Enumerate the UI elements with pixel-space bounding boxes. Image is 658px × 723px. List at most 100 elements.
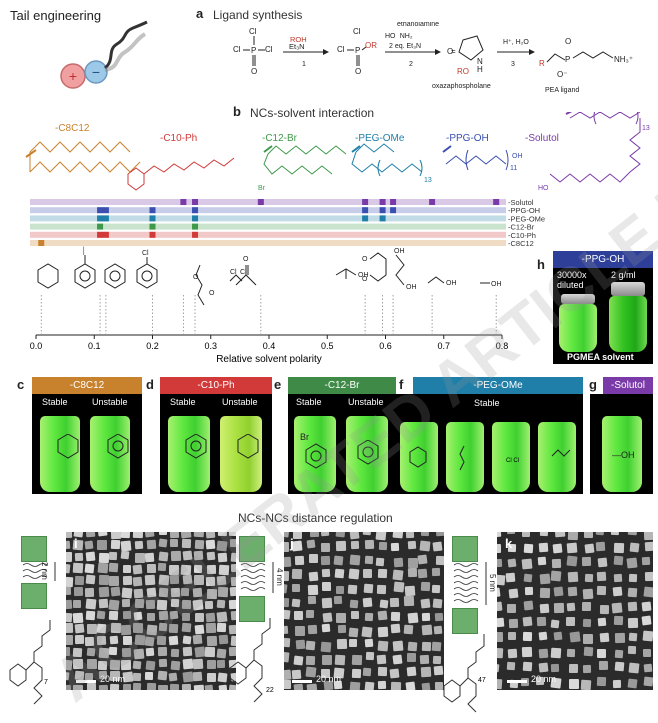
ligand-n-j: 22	[266, 687, 274, 694]
nanocube	[158, 551, 169, 562]
nanocube	[146, 539, 157, 550]
chain-label-solutol: -Solutol	[525, 133, 559, 144]
nanocube	[132, 576, 143, 587]
butanediol-structure	[395, 254, 405, 286]
nanocube	[205, 532, 217, 539]
panel-f-letter: f	[399, 377, 404, 392]
nanocube	[122, 635, 132, 645]
nanocube	[206, 589, 217, 600]
nanocube	[554, 532, 565, 537]
toluene-structure	[74, 263, 96, 289]
nanocube	[294, 625, 305, 636]
nanocube	[180, 532, 192, 539]
scalebar-i-label: 20 nm	[100, 674, 126, 684]
nanocube	[596, 586, 606, 596]
nanocube	[97, 532, 108, 537]
svg-text:Cl: Cl	[240, 269, 247, 276]
nanocube	[96, 623, 107, 634]
svg-text:O: O	[565, 37, 571, 46]
nanocube	[419, 654, 429, 665]
nanocube	[497, 543, 501, 553]
nanocube	[598, 557, 608, 568]
nanocube	[182, 646, 192, 657]
nanocube	[158, 685, 168, 690]
nanocube	[74, 552, 84, 562]
diketone-structure	[369, 252, 387, 282]
nanocube	[133, 611, 143, 621]
nanocube	[307, 624, 318, 634]
nanocube	[132, 682, 142, 690]
nanocube	[417, 554, 428, 565]
reagent-et3n: Et₃N	[289, 42, 305, 51]
nanocube	[194, 575, 204, 586]
panel-e-br-label: Br	[300, 432, 309, 442]
nanocube	[121, 599, 131, 608]
panel-h-header: -PPG-OH	[553, 251, 653, 268]
nanocube	[171, 599, 180, 608]
nanocube	[628, 617, 639, 628]
nanocube	[145, 647, 155, 657]
nanocube	[122, 611, 131, 620]
nanocube	[306, 610, 315, 619]
nanocube	[205, 612, 215, 623]
nanocube	[405, 681, 416, 690]
nanocube	[523, 662, 533, 672]
nanocube	[523, 573, 533, 583]
nanocube	[628, 662, 640, 673]
nanocube	[626, 557, 637, 569]
track-c10-ph	[30, 231, 506, 238]
nanocube	[421, 532, 430, 537]
nanocube	[182, 575, 193, 586]
nanocube	[335, 655, 346, 666]
nanocube	[596, 541, 606, 552]
nanocube	[565, 616, 576, 626]
nanocube	[597, 648, 607, 658]
nanocube	[98, 586, 109, 597]
nanocube	[182, 613, 191, 622]
nanocube	[375, 532, 387, 540]
ligand-n-k: 47	[478, 677, 486, 684]
nanocube	[349, 532, 359, 539]
nanocube	[599, 660, 609, 670]
nanocube	[84, 636, 95, 647]
nanocube	[170, 574, 179, 584]
marker-ppg-oh	[97, 207, 104, 214]
nanocube	[521, 558, 533, 570]
nanocube	[121, 550, 131, 560]
nanocube	[194, 539, 205, 550]
nanocube	[121, 624, 132, 636]
nanocube	[537, 556, 548, 567]
nanocube	[333, 595, 343, 605]
nanocube	[158, 532, 168, 535]
nanocube	[307, 584, 319, 596]
nanocube	[497, 601, 502, 612]
nanocube	[66, 576, 74, 587]
nanocube	[642, 630, 653, 642]
nanocube	[379, 599, 389, 609]
nanocube	[108, 646, 118, 656]
nanocube	[156, 635, 166, 646]
nanocube	[110, 586, 120, 597]
marker-c10-ph	[97, 231, 104, 238]
nanocube	[497, 631, 503, 642]
svg-text:OH: OH	[446, 280, 457, 287]
nanocube	[307, 595, 317, 605]
nanocube	[348, 584, 358, 595]
nanocube	[145, 660, 156, 671]
nanocube	[420, 598, 431, 609]
nanocube	[335, 612, 346, 623]
panel-d-letter: d	[146, 377, 154, 392]
nanocube	[365, 652, 374, 661]
nanocube	[550, 619, 561, 629]
nanocube	[376, 654, 387, 665]
nanocube	[641, 556, 651, 566]
nanocube	[74, 575, 84, 586]
nanocube	[320, 556, 331, 566]
nanocube	[156, 600, 167, 611]
nanocube	[567, 532, 578, 540]
nanocube	[293, 532, 302, 539]
nanocube	[205, 576, 216, 587]
nanocube	[614, 661, 625, 672]
nanocube	[66, 671, 70, 682]
nanocube	[582, 556, 592, 566]
